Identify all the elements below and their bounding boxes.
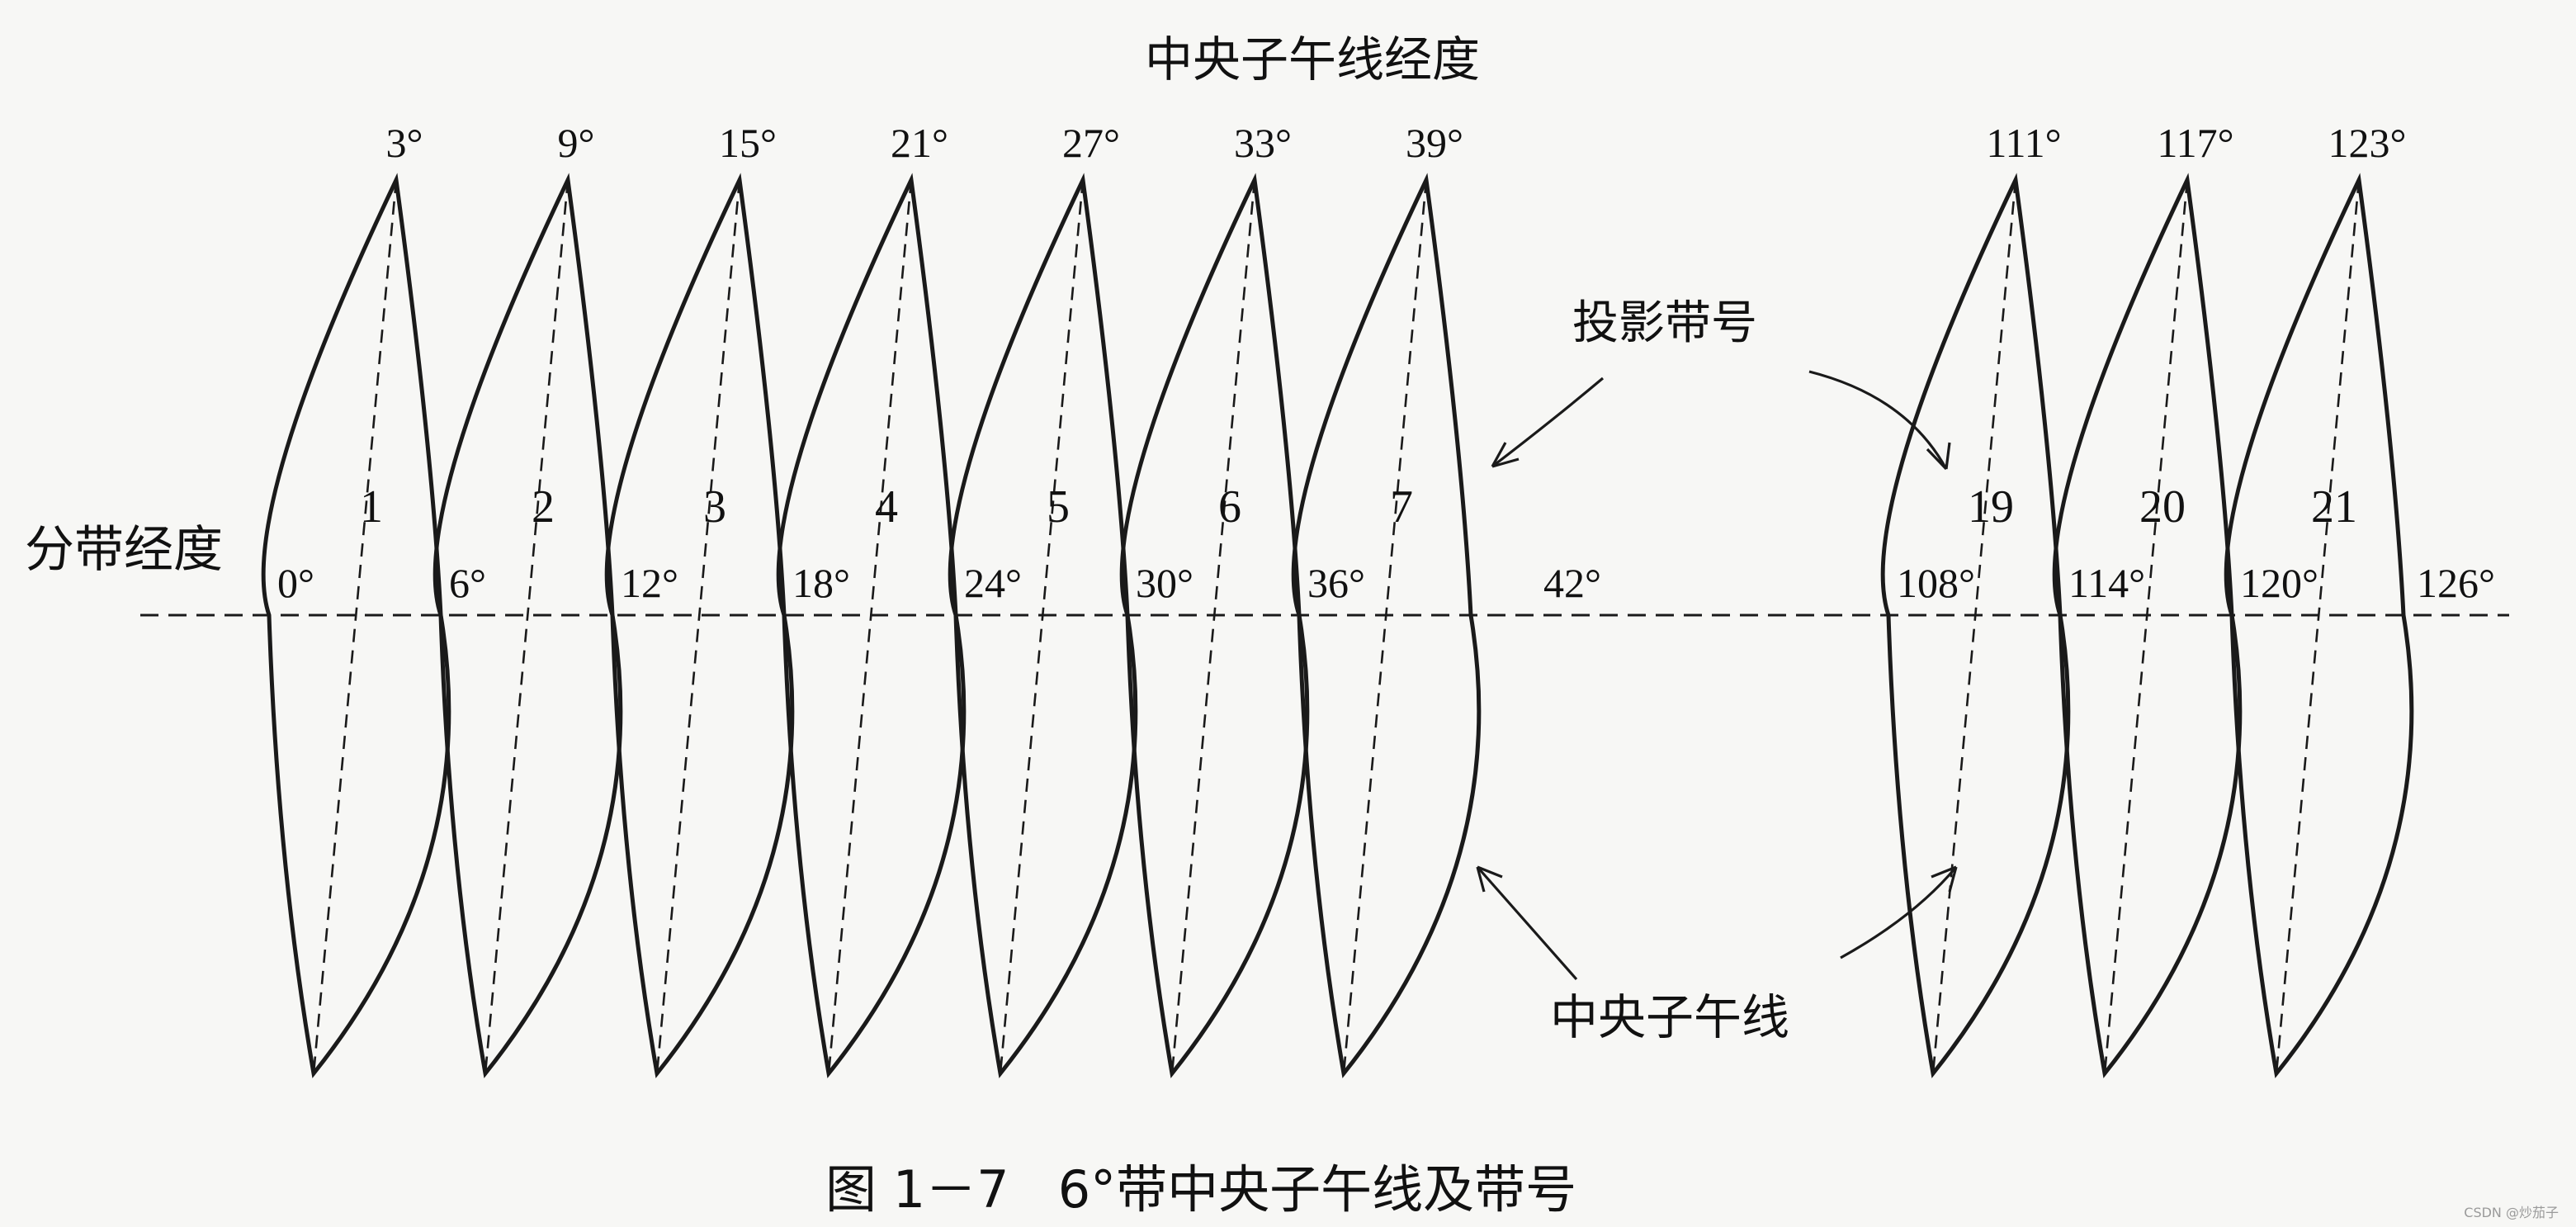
zone-outline-21 [2224, 173, 2414, 1078]
zone-outline-19 [1880, 173, 2071, 1078]
boundary-label-19: 108° [1897, 560, 1975, 606]
central-meridian-label-3: 15° [719, 120, 777, 166]
boundary-label-6: 30° [1136, 560, 1193, 606]
figure-caption: 图 1－7 6°带中央子午线及带号 [825, 1159, 1576, 1220]
boundary-label-2: 6° [449, 560, 486, 606]
zone-outline-6 [1119, 173, 1310, 1078]
central-meridian-20 [2103, 179, 2189, 1074]
watermark: CSDN @炒茄子 [2464, 1205, 2559, 1220]
header-title: 中央子午线经度 [1145, 31, 1480, 88]
central-meridian-label-4: 21° [891, 120, 948, 166]
arrow-to-zone-19 [1808, 370, 1948, 470]
central-meridian-label-20: 117° [2157, 120, 2233, 166]
arrowhead-zone-19 [1926, 442, 1951, 471]
annotation-zone-number: 投影带号 [1572, 296, 1757, 350]
central-meridian-label-21: 123° [2328, 120, 2407, 166]
boundary-label-20: 114° [2068, 560, 2145, 606]
arrow-to-meridian-7 [1476, 865, 1578, 981]
central-meridian-label-5: 27° [1062, 120, 1120, 166]
central-meridian-label-19: 111° [1986, 120, 2061, 166]
zone-number-6: 6 [1218, 481, 1241, 533]
zone-number-21: 21 [2311, 481, 2357, 533]
central-meridian-1 [312, 179, 398, 1074]
central-meridian-label-2: 9° [558, 120, 595, 166]
left-label: 分带经度 [25, 521, 223, 579]
zone-outline-20 [2052, 173, 2243, 1078]
central-meridian-3 [655, 179, 741, 1074]
zone-outline-2 [432, 173, 623, 1078]
central-meridian-6 [1170, 179, 1256, 1074]
zone-number-3: 3 [703, 481, 726, 533]
zone-number-1: 1 [360, 481, 383, 533]
end-boundary-label-2: 126° [2417, 560, 2495, 606]
boundary-label-21: 120° [2240, 560, 2318, 606]
zone-outline-7 [1291, 173, 1482, 1078]
central-meridian-21 [2275, 179, 2361, 1074]
boundary-label-4: 18° [792, 560, 850, 606]
central-meridian-7 [1342, 179, 1428, 1074]
boundary-label-1: 0° [277, 560, 314, 606]
central-meridian-2 [484, 179, 570, 1074]
central-meridian-label-7: 39° [1406, 120, 1463, 166]
zone-outline-5 [948, 173, 1138, 1078]
zones-group: 3° 1 0° 9° 2 6° 15° 3 12° 21° 4 18° 27° 5 24° 33° 6 30° 39… [261, 120, 2414, 1078]
end-boundary-label-1: 42° [1543, 560, 1601, 606]
zone-number-5: 5 [1047, 481, 1070, 533]
boundary-label-7: 36° [1307, 560, 1365, 606]
zone-outline-4 [776, 173, 967, 1078]
zone-number-7: 7 [1390, 481, 1413, 533]
zone-number-19: 19 [1968, 481, 2014, 533]
annotation-central-meridian: 中央子午线 [1550, 989, 1789, 1045]
boundary-label-3: 12° [621, 560, 678, 606]
boundary-label-5: 24° [964, 560, 1022, 606]
central-meridian-label-6: 33° [1234, 120, 1292, 166]
arrowhead-meridian-7 [1476, 865, 1503, 893]
arrowhead-meridian-19 [1931, 865, 1958, 893]
zone-outline-3 [604, 173, 795, 1078]
arrow-to-zone-7 [1491, 377, 1605, 468]
zone-number-2: 2 [532, 481, 555, 533]
zone-number-4: 4 [875, 481, 898, 533]
central-meridian-5 [999, 179, 1085, 1074]
central-meridian-label-1: 3° [386, 120, 423, 166]
arrowhead-zone-7 [1491, 442, 1520, 468]
zone-number-20: 20 [2139, 481, 2186, 533]
central-meridian-4 [827, 179, 913, 1074]
zone-outline-1 [261, 173, 451, 1078]
arrow-to-meridian-19 [1840, 865, 1958, 959]
central-meridian-19 [1931, 179, 2017, 1074]
